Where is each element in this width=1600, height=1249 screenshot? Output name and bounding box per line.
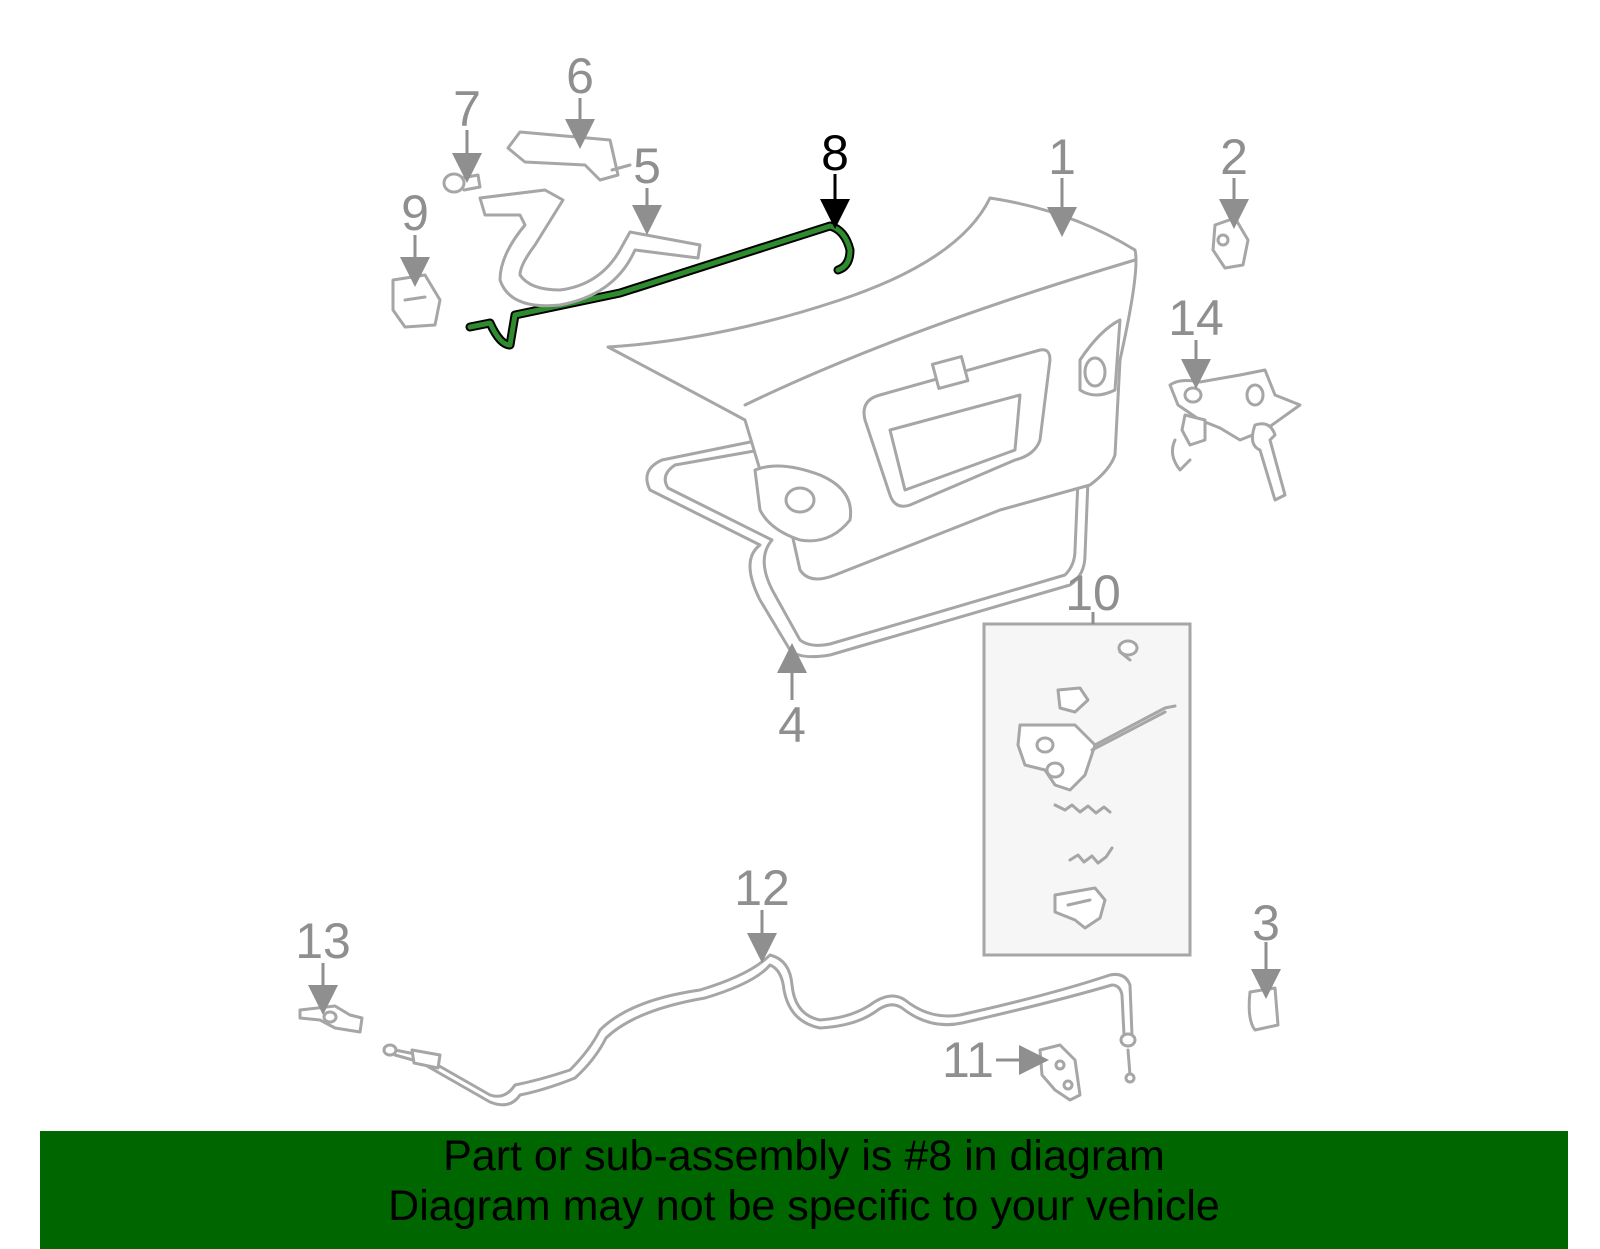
- part-2-bumper: [1211, 216, 1250, 270]
- part-12-release-cable: [382, 953, 1137, 1107]
- part-4-weatherstrip: [645, 438, 1090, 659]
- callout-3: 3: [1252, 895, 1280, 951]
- banner-line-disclaimer: Diagram may not be specific to your vehi…: [388, 1182, 1220, 1230]
- part-3-plug: [1247, 986, 1280, 1032]
- callout-5: 5: [633, 138, 661, 194]
- part-6-cover: [506, 130, 632, 182]
- part-9-bumper: [391, 273, 442, 329]
- callout-10: 10: [1065, 565, 1121, 621]
- part-1-trunk-lid: [606, 196, 1138, 581]
- callout-11: 11: [942, 1032, 994, 1088]
- callout-7: 7: [453, 81, 481, 137]
- callout-12: 12: [734, 860, 790, 916]
- callout-labels: 1 2 3 4 5 6 7 8 9 10 11 12 13 14: [295, 48, 1280, 1088]
- banner-line-part: Part or sub-assembly is #8 in diagram: [443, 1132, 1165, 1180]
- part-14-lock-cylinder: [1168, 368, 1302, 502]
- part-13-clamp: [298, 1004, 364, 1034]
- callout-1: 1: [1048, 129, 1076, 185]
- part-11-bracket: [1038, 1043, 1082, 1102]
- part-5-hinge: [478, 188, 702, 308]
- part-7-bolt: [442, 172, 482, 194]
- callout-8: 8: [821, 125, 849, 181]
- callout-14: 14: [1168, 290, 1224, 346]
- callout-6: 6: [566, 48, 594, 104]
- callout-13: 13: [295, 913, 351, 969]
- callout-9: 9: [401, 185, 429, 241]
- info-banner: Part or sub-assembly is #8 in diagram Di…: [40, 1131, 1568, 1249]
- callout-2: 2: [1220, 129, 1248, 185]
- part-8-support-rod: [465, 221, 855, 350]
- leader-lines: [308, 98, 1281, 1075]
- callout-4: 4: [778, 697, 806, 753]
- part-10-lock-kit: [982, 612, 1192, 957]
